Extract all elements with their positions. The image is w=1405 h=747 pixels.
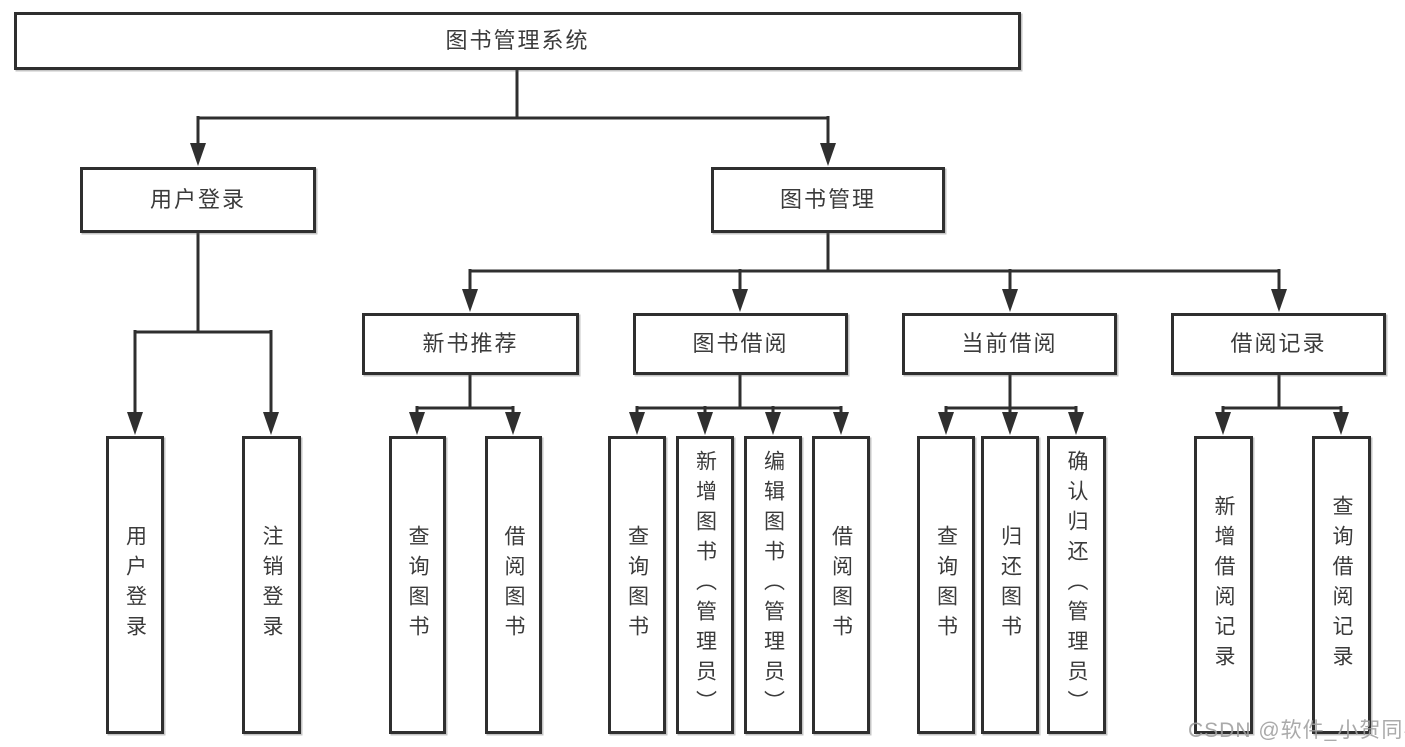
node-current-borrow-label: 当前借阅: [961, 331, 1058, 356]
leaf-confirm-return-admin: 确认归还（管理员）: [1047, 436, 1106, 734]
leaf-logout-login-label: 注销登录: [260, 525, 283, 645]
leaf-query-book-3: 查询图书: [917, 436, 975, 734]
leaf-query-book-1: 查询图书: [389, 436, 446, 734]
arrow-down-icon: [833, 412, 849, 435]
connector-borrowrecord-to-leaves: [1221, 375, 1343, 414]
node-user-login-label: 用户登录: [149, 187, 246, 212]
connector-userlogin-to-leaves: [133, 233, 273, 414]
node-book-borrow-label: 图书借阅: [692, 331, 789, 356]
arrow-down-icon: [263, 412, 279, 435]
connector-newrec-to-leaves: [415, 375, 515, 414]
connector-bookmgmt-to-level3: [468, 233, 1281, 292]
leaf-edit-book-admin-label: 编辑图书（管理员）: [761, 450, 785, 720]
leaf-add-borrow-record: 新增借阅记录: [1194, 436, 1253, 734]
node-borrow-record-label: 借阅记录: [1230, 331, 1327, 356]
leaf-query-borrow-record-label: 查询借阅记录: [1330, 495, 1353, 675]
arrow-down-icon: [462, 289, 478, 312]
node-new-book-recommend-label: 新书推荐: [422, 331, 519, 356]
node-root: 图书管理系统: [14, 12, 1021, 70]
arrow-down-icon: [938, 412, 954, 435]
arrow-down-icon: [820, 143, 836, 166]
leaf-borrow-book-1: 借阅图书: [485, 436, 542, 734]
node-current-borrow: 当前借阅: [902, 313, 1117, 375]
node-root-label: 图书管理系统: [445, 28, 590, 53]
arrowheads: [127, 143, 1349, 435]
leaf-return-book-label: 归还图书: [998, 525, 1022, 645]
arrow-down-icon: [409, 412, 425, 435]
node-book-borrow: 图书借阅: [633, 313, 848, 375]
leaf-return-book: 归还图书: [981, 436, 1039, 734]
leaf-query-book-3-label: 查询图书: [934, 525, 958, 645]
arrow-down-icon: [127, 412, 143, 435]
leaf-query-borrow-record: 查询借阅记录: [1312, 436, 1371, 734]
arrow-down-icon: [1215, 412, 1231, 435]
connector-root-to-level2: [196, 70, 830, 145]
arrow-down-icon: [629, 412, 645, 435]
leaf-confirm-return-admin-label: 确认归还（管理员）: [1065, 450, 1088, 720]
leaf-query-book-2: 查询图书: [608, 436, 666, 734]
csdn-watermark: CSDN @软件_小贺同学: [1188, 719, 1405, 742]
leaf-borrow-book-1-label: 借阅图书: [502, 525, 525, 645]
arrow-down-icon: [1002, 289, 1018, 312]
leaf-logout-login: 注销登录: [242, 436, 301, 734]
arrow-down-icon: [732, 289, 748, 312]
arrow-down-icon: [1271, 289, 1287, 312]
arrow-down-icon: [1068, 412, 1084, 435]
leaf-add-book-admin-label: 新增图书（管理员）: [693, 450, 717, 720]
leaf-borrow-book-2-label: 借阅图书: [829, 525, 853, 645]
node-new-book-recommend: 新书推荐: [362, 313, 579, 375]
arrow-down-icon: [765, 412, 781, 435]
arrow-down-icon: [505, 412, 521, 435]
leaf-borrow-book-2: 借阅图书: [812, 436, 870, 734]
leaf-user-login-label: 用户登录: [123, 525, 147, 645]
arrow-down-icon: [697, 412, 713, 435]
leaf-user-login: 用户登录: [106, 436, 164, 734]
node-borrow-record: 借阅记录: [1171, 313, 1386, 375]
arrow-down-icon: [1002, 412, 1018, 435]
arrow-down-icon: [190, 143, 206, 166]
connector-currentborrow-to-leaves: [944, 375, 1078, 414]
leaf-edit-book-admin: 编辑图书（管理员）: [744, 436, 802, 734]
arrow-down-icon: [1333, 412, 1349, 435]
leaf-query-book-2-label: 查询图书: [625, 525, 649, 645]
node-book-management-label: 图书管理: [779, 187, 876, 212]
leaf-add-book-admin: 新增图书（管理员）: [676, 436, 734, 734]
leaf-add-borrow-record-label: 新增借阅记录: [1212, 495, 1235, 675]
leaf-query-book-1-label: 查询图书: [406, 525, 429, 645]
connector-bookborrow-to-leaves: [635, 375, 843, 414]
node-user-login: 用户登录: [80, 167, 316, 233]
node-book-management: 图书管理: [711, 167, 945, 233]
